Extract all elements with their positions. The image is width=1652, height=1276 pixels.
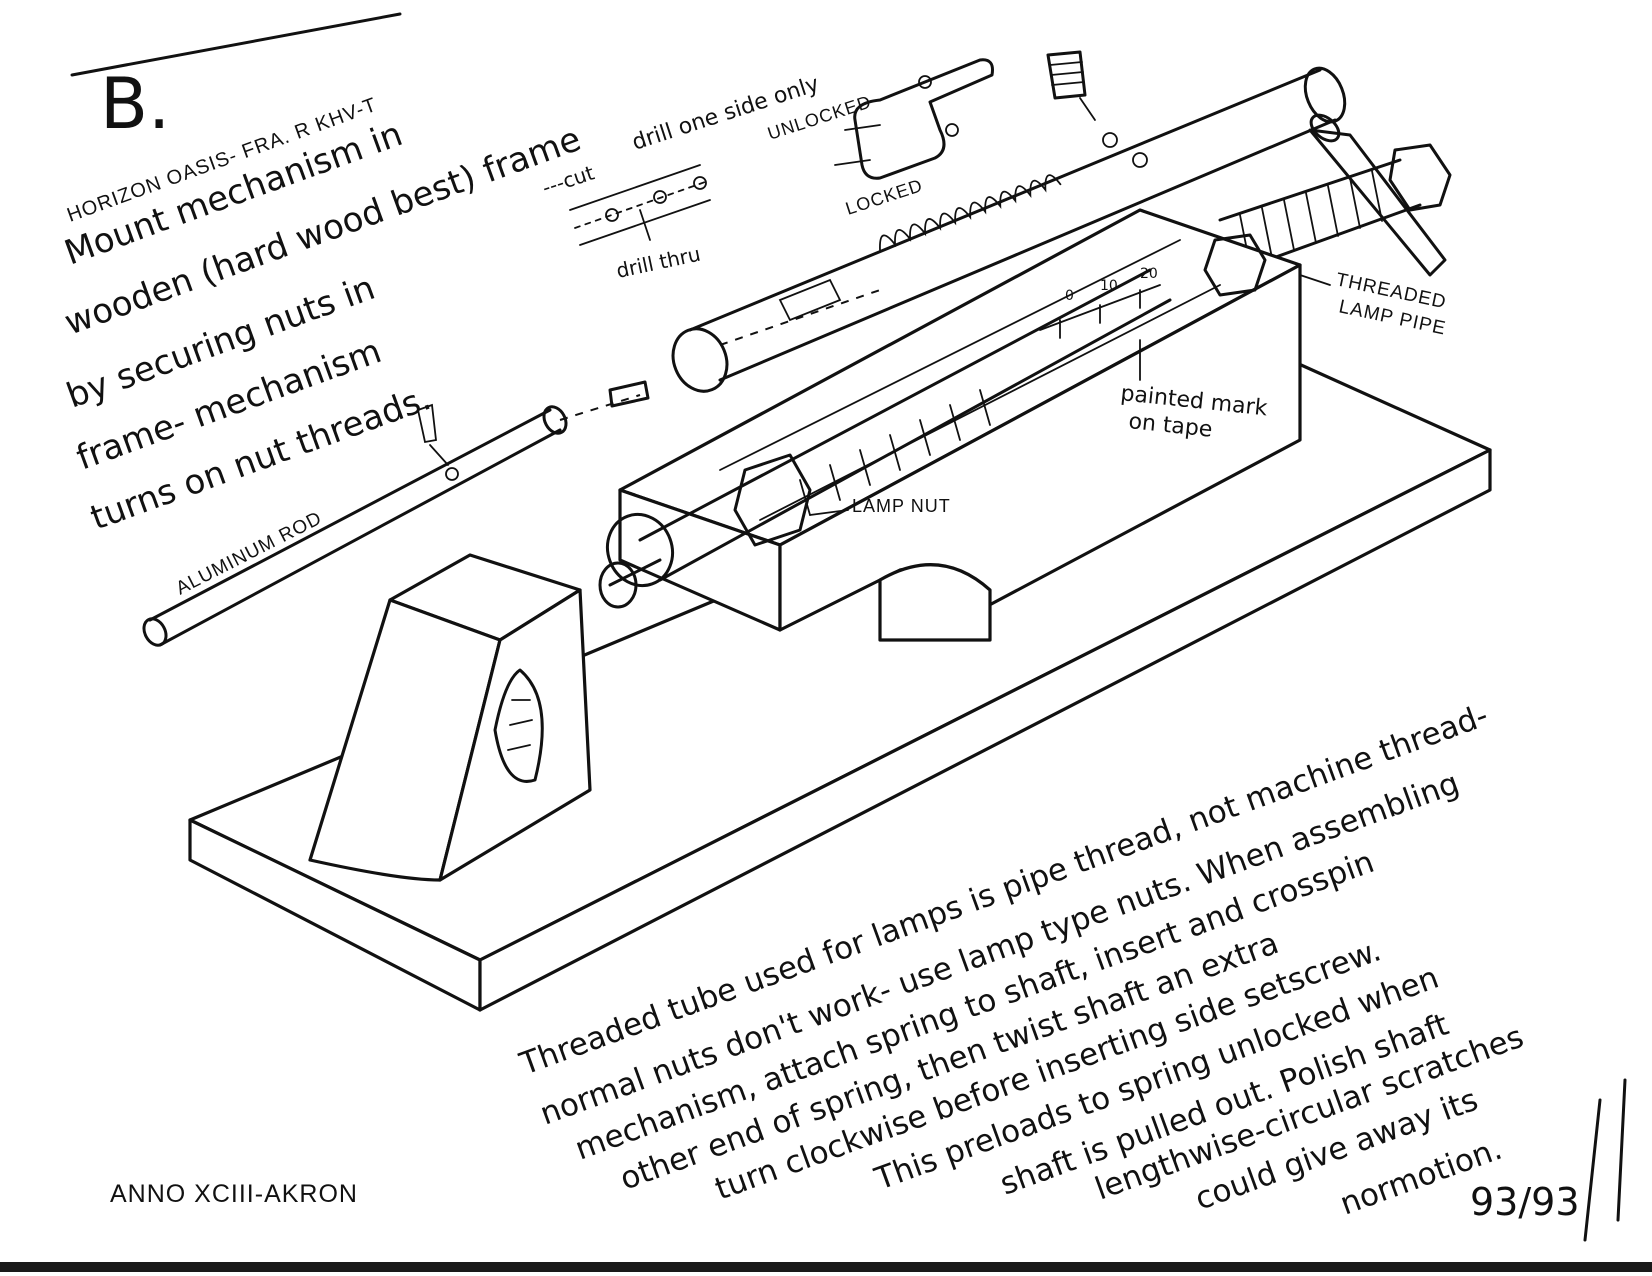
tube-hole-1 bbox=[1102, 132, 1118, 148]
sheet-letter: B. bbox=[100, 63, 170, 145]
rod-setscrew-arrow bbox=[429, 444, 449, 466]
tube-cut-line bbox=[574, 181, 706, 229]
tube-outline bbox=[688, 68, 1337, 382]
t-handle-nut bbox=[1388, 143, 1452, 212]
front-bushing bbox=[606, 512, 674, 588]
pin-locked bbox=[945, 123, 959, 137]
inner-shaft bbox=[638, 268, 1172, 582]
setscrew-left-body bbox=[608, 380, 650, 408]
setscrew-threads bbox=[1049, 61, 1085, 86]
assembly-line-1 bbox=[719, 289, 881, 346]
mechanism-block: LAMP NUT 0 10 20 painted mark on tape bbox=[598, 208, 1302, 642]
drill-thru-leader bbox=[639, 209, 651, 241]
setscrew-top bbox=[1046, 50, 1096, 121]
rod-outline bbox=[148, 408, 562, 647]
inner-shaft-threads bbox=[799, 389, 991, 516]
aluminum-rod-label: ALUMINUM ROD bbox=[173, 508, 326, 600]
block-channel bbox=[719, 239, 1221, 521]
spring-coils bbox=[879, 174, 1062, 251]
drill-thru-label: drill thru bbox=[614, 242, 702, 283]
outer-tube bbox=[671, 66, 1347, 393]
scale-0: 0 bbox=[1065, 288, 1074, 304]
spring bbox=[879, 174, 1062, 251]
tube-slot bbox=[778, 278, 842, 322]
threaded-pipe-threads bbox=[1239, 170, 1383, 266]
front-upright bbox=[308, 553, 592, 882]
rod-setscrew bbox=[416, 403, 437, 444]
slot-arrows bbox=[834, 124, 881, 166]
lamp-nut bbox=[733, 453, 812, 547]
front-shaft-stub bbox=[608, 558, 662, 587]
emblem-glyphs bbox=[507, 699, 533, 751]
lamp-nut-leader bbox=[809, 509, 849, 516]
scale-20: 20 bbox=[1140, 266, 1158, 282]
scan-edge-bar bbox=[0, 1262, 1652, 1272]
scale-10: 10 bbox=[1100, 278, 1118, 294]
locked-label: LOCKED bbox=[843, 175, 925, 219]
signature-mark bbox=[1583, 1078, 1627, 1242]
drill-hole-3 bbox=[693, 176, 707, 190]
drill-hole-2 bbox=[653, 190, 667, 204]
setscrew-body bbox=[1046, 50, 1087, 100]
threaded-pipe-leader bbox=[1299, 274, 1331, 286]
tube-end-near bbox=[671, 327, 729, 393]
drill-hole-1 bbox=[605, 208, 619, 222]
drill-detail: drill one side only ---cut drill thru bbox=[539, 72, 822, 283]
tube-end-far bbox=[1303, 66, 1347, 124]
front-shaft-end bbox=[598, 561, 638, 609]
page-number: 93/93 bbox=[1470, 1180, 1580, 1224]
header-underline bbox=[70, 12, 402, 77]
pin-unlocked bbox=[918, 75, 932, 89]
rod-end-far bbox=[542, 405, 568, 435]
emblem-outline bbox=[493, 668, 544, 783]
footer-anno: ANNO XCIII-AKRON bbox=[110, 1180, 358, 1208]
upright-side bbox=[438, 588, 592, 882]
setscrew-arrow bbox=[1079, 97, 1096, 121]
scale-tape bbox=[1039, 284, 1161, 339]
rod-hole bbox=[445, 467, 459, 481]
t-handle-end bbox=[1309, 113, 1341, 143]
base-front-right bbox=[478, 448, 1492, 1012]
j-slot-outline bbox=[853, 58, 994, 180]
t-handle-bar bbox=[1308, 128, 1447, 277]
lamp-nut-label: LAMP NUT bbox=[852, 496, 951, 516]
rod-end bbox=[142, 617, 168, 647]
block-foot bbox=[878, 563, 992, 642]
assembly-line-2 bbox=[559, 394, 641, 421]
drill-one-side-label: drill one side only bbox=[629, 72, 822, 156]
tube-hole-2 bbox=[1132, 152, 1148, 168]
intro-block: Mount mechanism in wooden (hard wood bes… bbox=[59, 114, 586, 538]
setscrew-left bbox=[608, 380, 650, 408]
back-nut bbox=[1203, 233, 1267, 297]
